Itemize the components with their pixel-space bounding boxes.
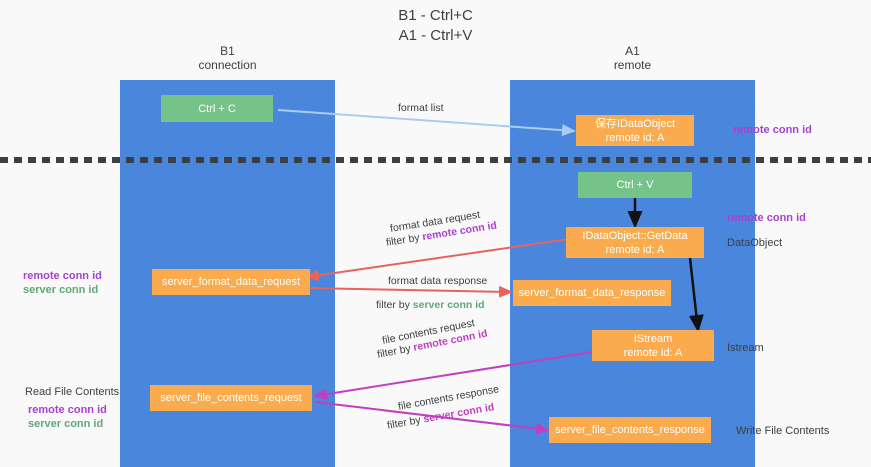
box-server-file-contents-response-label: server_file_contents_response xyxy=(555,424,705,436)
box-ctrl-c-label: Ctrl + C xyxy=(198,102,236,115)
phase-divider xyxy=(0,157,871,163)
column-header-b1-name: B1 xyxy=(220,44,235,58)
side-label-read-file-contents: Read File Contents xyxy=(25,386,120,398)
arrow-getdata-to-istream xyxy=(688,257,704,333)
box-istream-subtitle: remote id: A xyxy=(623,346,683,359)
column-header-b1-sub: connection xyxy=(198,58,257,72)
arrow-file-contents-request xyxy=(313,351,593,401)
arrow-label-format-list: format list xyxy=(398,102,444,114)
side-label-istream: Istream xyxy=(727,342,764,354)
arrow-label-format-data-response-filter: filter by server conn id xyxy=(376,298,485,312)
box-server-format-data-request-label: server_format_data_request xyxy=(161,276,301,288)
page-title: B1 - Ctrl+C A1 - Ctrl+V xyxy=(0,6,871,46)
column-header-b1: B1 connection xyxy=(120,44,335,72)
box-server-format-data-response-label: server_format_data_response xyxy=(518,287,666,299)
box-getdata-subtitle: remote id: A xyxy=(605,243,665,256)
column-header-a1-sub: remote xyxy=(613,58,652,72)
side-label-dataobject: DataObject xyxy=(727,237,783,249)
filter-by-text-2: filter by xyxy=(376,299,413,311)
box-getdata-title: IDataObject::GetData xyxy=(582,229,688,242)
box-ctrl-v[interactable]: Ctrl + V xyxy=(578,172,692,198)
box-getdata[interactable]: IDataObject::GetData remote id: A xyxy=(566,227,704,258)
arrow-format-list xyxy=(277,109,576,137)
box-istream[interactable]: IStream remote id: A xyxy=(592,330,714,361)
box-server-format-data-request[interactable]: server_format_data_request xyxy=(152,269,310,295)
box-istream-title: IStream xyxy=(633,332,673,345)
side-label-remote-conn-id-mid: remote conn id xyxy=(727,212,806,224)
side-label-left-remote-conn-id-bot: remote conn id xyxy=(28,404,107,416)
side-label-left-remote-conn-id-mid: remote conn id xyxy=(23,270,102,282)
column-header-a1-name: A1 xyxy=(625,44,640,58)
column-header-a1: A1 remote xyxy=(510,44,755,72)
box-ctrl-c[interactable]: Ctrl + C xyxy=(161,95,273,122)
box-ctrl-v-label: Ctrl + V xyxy=(616,179,654,191)
box-idataobject[interactable]: 保存IDataObject remote id: A xyxy=(576,115,694,146)
arrow-label-format-data-response: format data response xyxy=(388,275,488,287)
server-conn-id-text-2: server conn id xyxy=(412,299,485,311)
page-title-line1: B1 - Ctrl+C xyxy=(398,7,473,24)
side-label-write-file-contents: Write File Contents xyxy=(736,425,830,437)
arrow-file-contents-response xyxy=(314,401,550,435)
box-idataobject-subtitle: remote id: A xyxy=(605,131,665,144)
side-label-remote-conn-id-top: remote conn id xyxy=(733,124,812,136)
page-title-line2: A1 - Ctrl+V xyxy=(398,27,473,44)
box-idataobject-title: 保存IDataObject xyxy=(594,117,676,130)
box-server-file-contents-response[interactable]: server_file_contents_response xyxy=(549,417,711,443)
box-server-file-contents-request-label: server_file_contents_request xyxy=(160,392,302,404)
arrow-format-data-response xyxy=(306,285,513,298)
box-server-format-data-response[interactable]: server_format_data_response xyxy=(513,280,671,306)
side-label-left-server-conn-id-mid: server conn id xyxy=(23,284,99,296)
arrow-format-data-request xyxy=(305,237,577,282)
side-label-left-server-conn-id-bot: server conn id xyxy=(28,418,104,430)
box-server-file-contents-request[interactable]: server_file_contents_request xyxy=(150,385,312,411)
